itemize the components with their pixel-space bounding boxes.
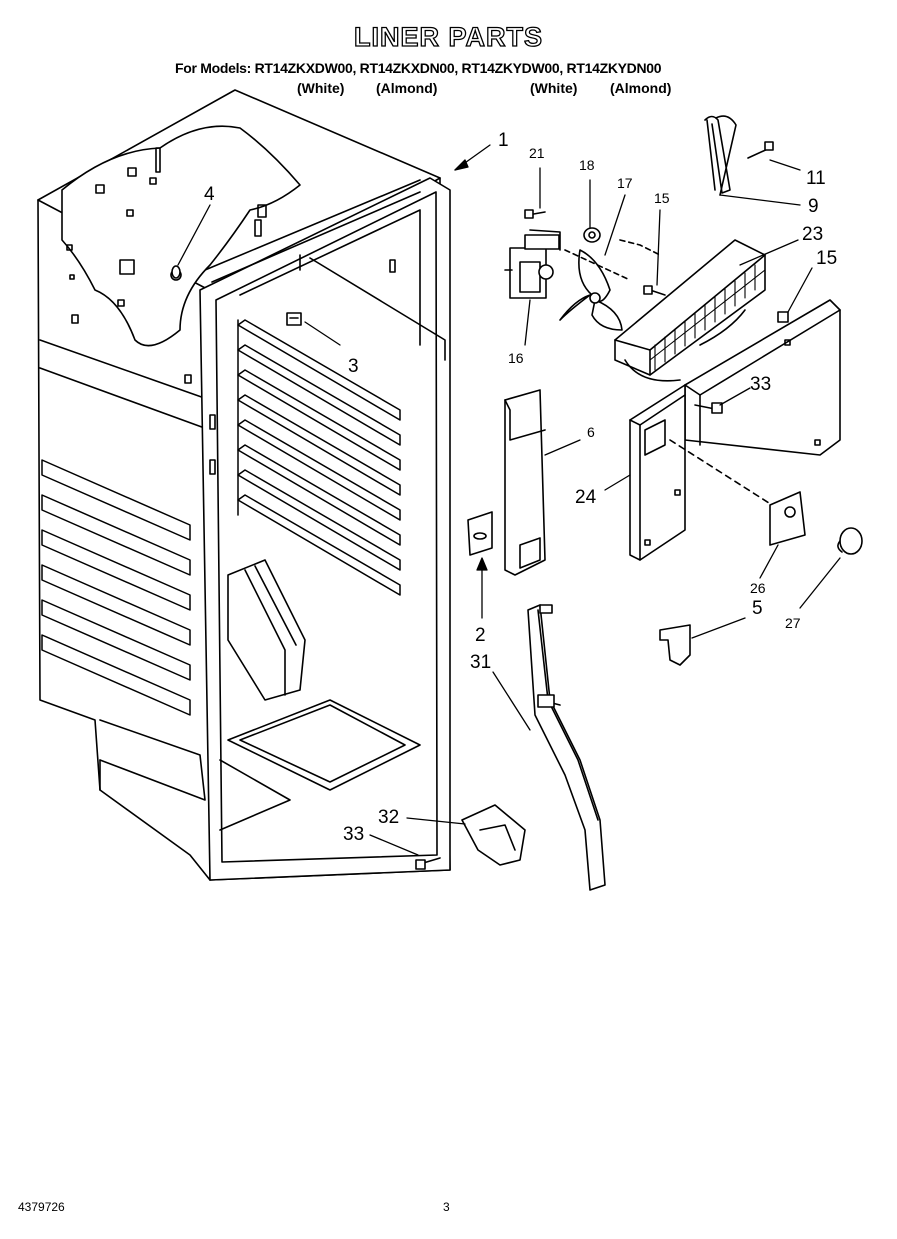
control-knob	[837, 527, 863, 555]
drain-cap	[171, 265, 181, 279]
air-duct-channel	[504, 389, 546, 576]
callout-15-right: 15	[816, 248, 837, 269]
page-title: LINER PARTS	[353, 21, 543, 52]
callout-21: 21	[529, 145, 545, 161]
callout-31: 31	[470, 652, 491, 673]
callout-17: 17	[617, 175, 633, 191]
document-number: 4379726	[18, 1200, 65, 1214]
hole-plug	[467, 511, 493, 556]
screw-21	[524, 209, 546, 219]
leader-lines	[177, 144, 841, 856]
drain-fitting	[461, 804, 526, 866]
callout-2: 2	[475, 625, 486, 646]
evaporator-cover-grille	[614, 239, 766, 382]
color-note-white-2: (White)	[530, 80, 578, 96]
page-number: 3	[443, 1200, 450, 1214]
screw-33-lower	[415, 857, 441, 870]
screw-11	[747, 141, 774, 159]
callout-33-lower: 33	[343, 824, 364, 845]
callout-11: 11	[806, 168, 826, 189]
color-note-almond-1: (Almond)	[376, 80, 438, 96]
callout-16: 16	[508, 350, 524, 366]
screw-15-upper	[643, 285, 666, 296]
callout-18: 18	[579, 157, 595, 173]
screw-15-right	[777, 311, 789, 323]
callout-4: 4	[204, 184, 215, 205]
callout-23: 23	[802, 224, 823, 245]
thermostat-plate	[769, 491, 806, 546]
drain-trough	[527, 604, 606, 891]
callout-numbers: 1 4 3 21 18 17 15 11 9 23 15 16 33 6 24 …	[204, 130, 837, 845]
callout-27: 27	[785, 615, 801, 631]
evaporator-fan-motor	[504, 229, 561, 299]
screw-33-upper	[694, 402, 723, 414]
fan-blade	[559, 249, 623, 331]
color-note-white-1: (White)	[297, 80, 345, 96]
callout-33-upper: 33	[750, 374, 771, 395]
callout-6: 6	[587, 424, 595, 440]
color-note-almond-2: (Almond)	[610, 80, 672, 96]
tube-assembly	[704, 115, 737, 196]
rubber-grommet	[583, 227, 601, 243]
callout-32: 32	[378, 807, 399, 828]
callout-15-upper: 15	[654, 190, 670, 206]
shelf-retainer	[286, 312, 302, 326]
callout-3: 3	[348, 356, 359, 377]
callout-1: 1	[498, 130, 509, 151]
callout-9: 9	[808, 196, 819, 217]
callout-5: 5	[752, 598, 763, 619]
liner-cabinet	[37, 89, 451, 881]
callout-24: 24	[575, 487, 597, 508]
callout-26: 26	[750, 580, 766, 596]
bracket	[659, 624, 691, 666]
model-list: For Models: RT14ZKXDW00, RT14ZKXDN00, RT…	[175, 60, 662, 76]
control-housing	[629, 384, 686, 561]
